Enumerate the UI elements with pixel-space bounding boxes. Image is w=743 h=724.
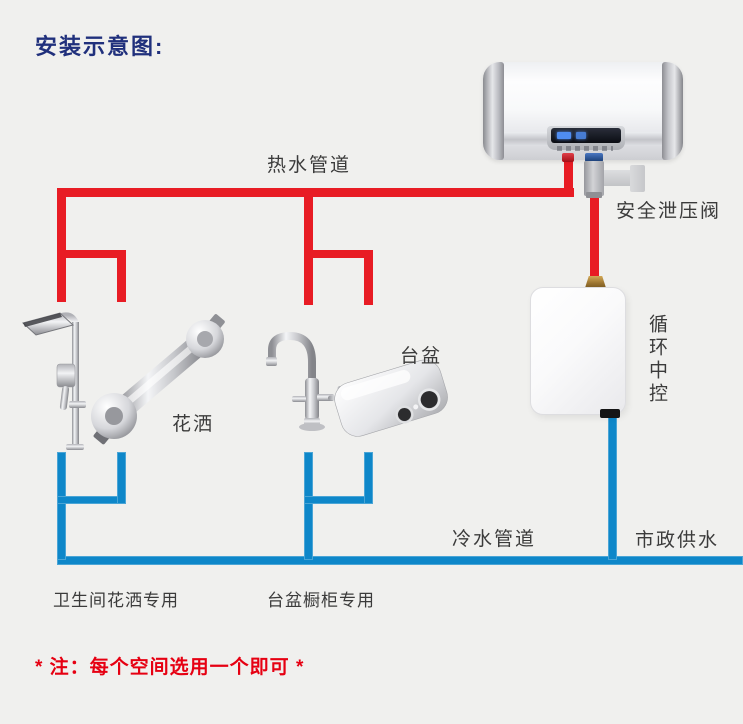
hot-water-pipe-valve-drop <box>590 194 599 282</box>
label-basin: 台盆 <box>400 346 443 367</box>
hot-water-pipe-main <box>57 188 574 197</box>
note-text: * 注：每个空间选用一个即可 * <box>35 657 305 678</box>
relief-valve-spout <box>604 170 632 186</box>
hot-water-pipe-segment <box>364 250 373 305</box>
label-hot-pipe: 热水管道 <box>267 155 352 176</box>
label-bathroom-shower: 卫生间花洒专用 <box>53 591 179 610</box>
cold-water-pipe-segment <box>364 452 373 504</box>
heater-display <box>551 128 621 143</box>
cold-water-pipe-segment <box>57 496 126 504</box>
label-circulation-control: 循环中控 <box>646 314 667 406</box>
shower-area-illustration <box>21 312 225 450</box>
cold-water-pipe-segment <box>304 496 373 504</box>
hot-water-pipe-heater-riser <box>564 160 573 197</box>
label-relief-valve: 安全泄压阀 <box>616 201 722 222</box>
heater-end-cap <box>662 62 683 160</box>
heater-buttons <box>557 146 613 151</box>
cold-water-pipe-box-drop <box>608 415 617 560</box>
page-title: 安装示意图: <box>35 34 165 59</box>
relief-valve-handle <box>630 165 645 192</box>
heater-end-cap <box>483 62 504 160</box>
cold-water-pipe-segment <box>304 452 313 560</box>
cold-water-pipe-segment <box>117 452 126 504</box>
brass-fitting <box>585 276 606 288</box>
cold-water-pipe-segment <box>57 452 66 560</box>
hot-water-pipe-segment <box>304 250 373 258</box>
label-shower: 花洒 <box>172 414 215 435</box>
hot-water-pipe-segment <box>117 250 126 302</box>
cold-water-pipe-main <box>57 556 743 565</box>
basin-device <box>334 359 448 437</box>
rain-shower-column <box>21 312 86 450</box>
heater-hot-outlet <box>562 153 574 162</box>
box-outlet-fitting <box>600 409 620 418</box>
hot-water-pipe-segment <box>57 188 66 302</box>
label-basin-cabinet: 台盆橱柜专用 <box>267 591 375 610</box>
water-heater <box>483 62 683 160</box>
label-municipal-supply: 市政供水 <box>635 530 720 551</box>
hot-water-pipe-segment <box>304 188 313 305</box>
hot-water-pipe-segment <box>57 250 126 258</box>
circulation-control-box <box>530 287 626 415</box>
heater-cold-inlet <box>585 153 603 162</box>
label-cold-pipe: 冷水管道 <box>452 529 537 550</box>
safety-relief-valve <box>584 161 604 196</box>
shower-mixer-bar <box>91 314 225 445</box>
basin-area-illustration <box>266 331 448 437</box>
relief-valve-cap <box>586 192 602 198</box>
